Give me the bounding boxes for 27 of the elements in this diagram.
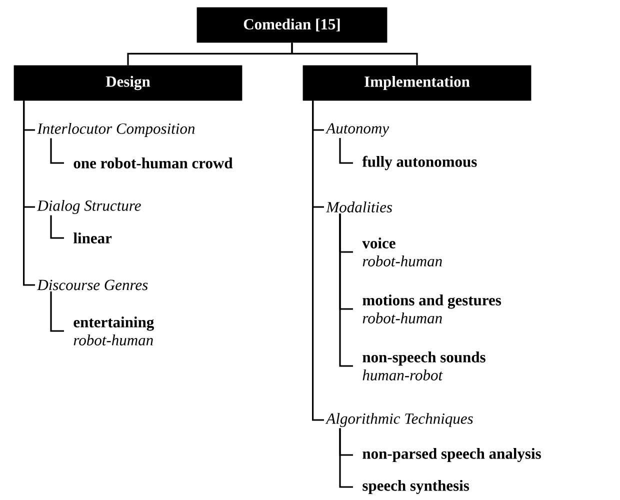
connector-line xyxy=(50,215,64,239)
heading-box: Design xyxy=(14,65,242,101)
category-label: Algorithmic Techniques xyxy=(325,412,473,428)
category-label: Interlocutor Composition xyxy=(37,122,195,138)
category-label: Autonomy xyxy=(325,123,390,137)
value-label: non-speech sounds human-robot xyxy=(362,352,486,380)
value-label: one robot-human crowd xyxy=(74,158,233,168)
value-label: linear xyxy=(74,232,112,244)
connector-line xyxy=(50,291,64,332)
value-label: motions and gestures robot-human xyxy=(362,294,502,324)
connector-line xyxy=(50,138,64,164)
connector-line xyxy=(312,100,324,421)
connector-line xyxy=(339,138,353,164)
connector-line xyxy=(23,100,35,286)
value-label: fully autonomous xyxy=(362,156,477,170)
connector-line xyxy=(339,214,353,367)
value-label: speech synthesis xyxy=(362,480,470,494)
value-label: non-parsed speech analysis xyxy=(362,448,541,462)
category-label: Dialog Structure xyxy=(37,200,141,214)
value-label: voice robot-human xyxy=(362,238,442,266)
connector-line xyxy=(339,428,353,488)
value-label: entertaining robot-human xyxy=(74,316,154,346)
heading-box: Implementation xyxy=(302,65,532,101)
connector-line xyxy=(291,42,418,66)
heading-box: Comedian [15] xyxy=(196,7,388,43)
category-label: Discourse Genres xyxy=(37,280,148,290)
category-label: Modalities xyxy=(326,202,392,212)
